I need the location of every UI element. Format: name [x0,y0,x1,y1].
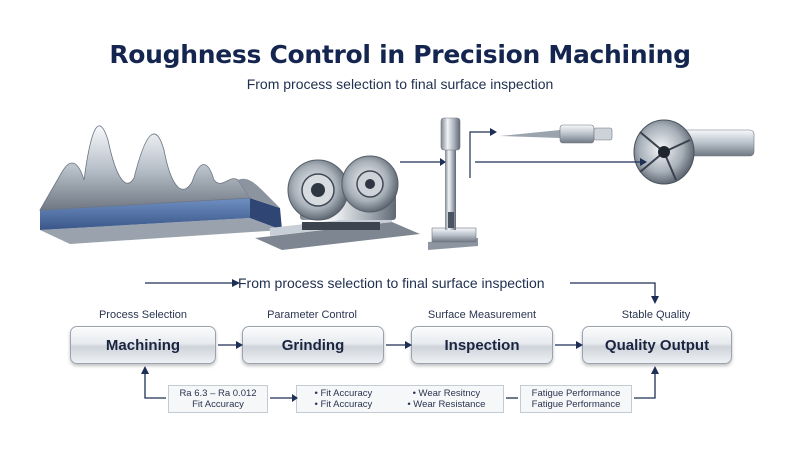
grinding-machine [255,155,420,250]
note-roughness-range-line2: Fit Accuracy [192,399,244,410]
cutting-tool [633,119,755,185]
surface-profile-block [39,125,282,244]
note-accuracy-line2: • Fit Accuracy [314,399,373,410]
note-wear-line1: • Wear Resitncy [412,388,481,399]
note-accuracy-wear: • Fit Accuracy • Fit Accuracy • Wear Res… [296,385,504,413]
machining-illustration [39,117,755,250]
note-roughness-range-line1: Ra 6.3 – Ra 0.012 [179,388,257,399]
note-accuracy-line1: • Fit Accuracy [314,388,373,399]
note-fatigue-line2: Fatigue Performance [531,399,621,410]
note-fatigue-line1: Fatigue Performance [531,388,621,399]
stage-label-surface-measurement: Surface Measurement [427,309,537,321]
note-fatigue-performance: Fatigue Performance Fatigue Performance [520,385,632,413]
surface-probe [428,117,478,250]
flow-caption: From process selection to final surface … [238,275,545,291]
stage-box-inspection: Inspection [411,326,553,364]
note-roughness-range: Ra 6.3 – Ra 0.012 Fit Accuracy [168,385,268,413]
page-title: Roughness Control in Precision Machining [109,40,691,69]
page-subtitle: From process selection to final surface … [246,76,554,92]
note-wear-line2: • Wear Resistance [407,399,486,410]
illustration-connectors [400,128,647,178]
stage-label-parameter-control: Parameter Control [267,309,357,321]
stylus-needle [500,124,613,144]
stage-box-grinding: Grinding [242,326,384,364]
stage-box-machining: Machining [70,326,216,364]
stage-label-stable-quality: Stable Quality [621,309,691,321]
stage-box-quality-output: Quality Output [582,326,732,364]
stage-label-process-selection: Process Selection [98,309,188,321]
